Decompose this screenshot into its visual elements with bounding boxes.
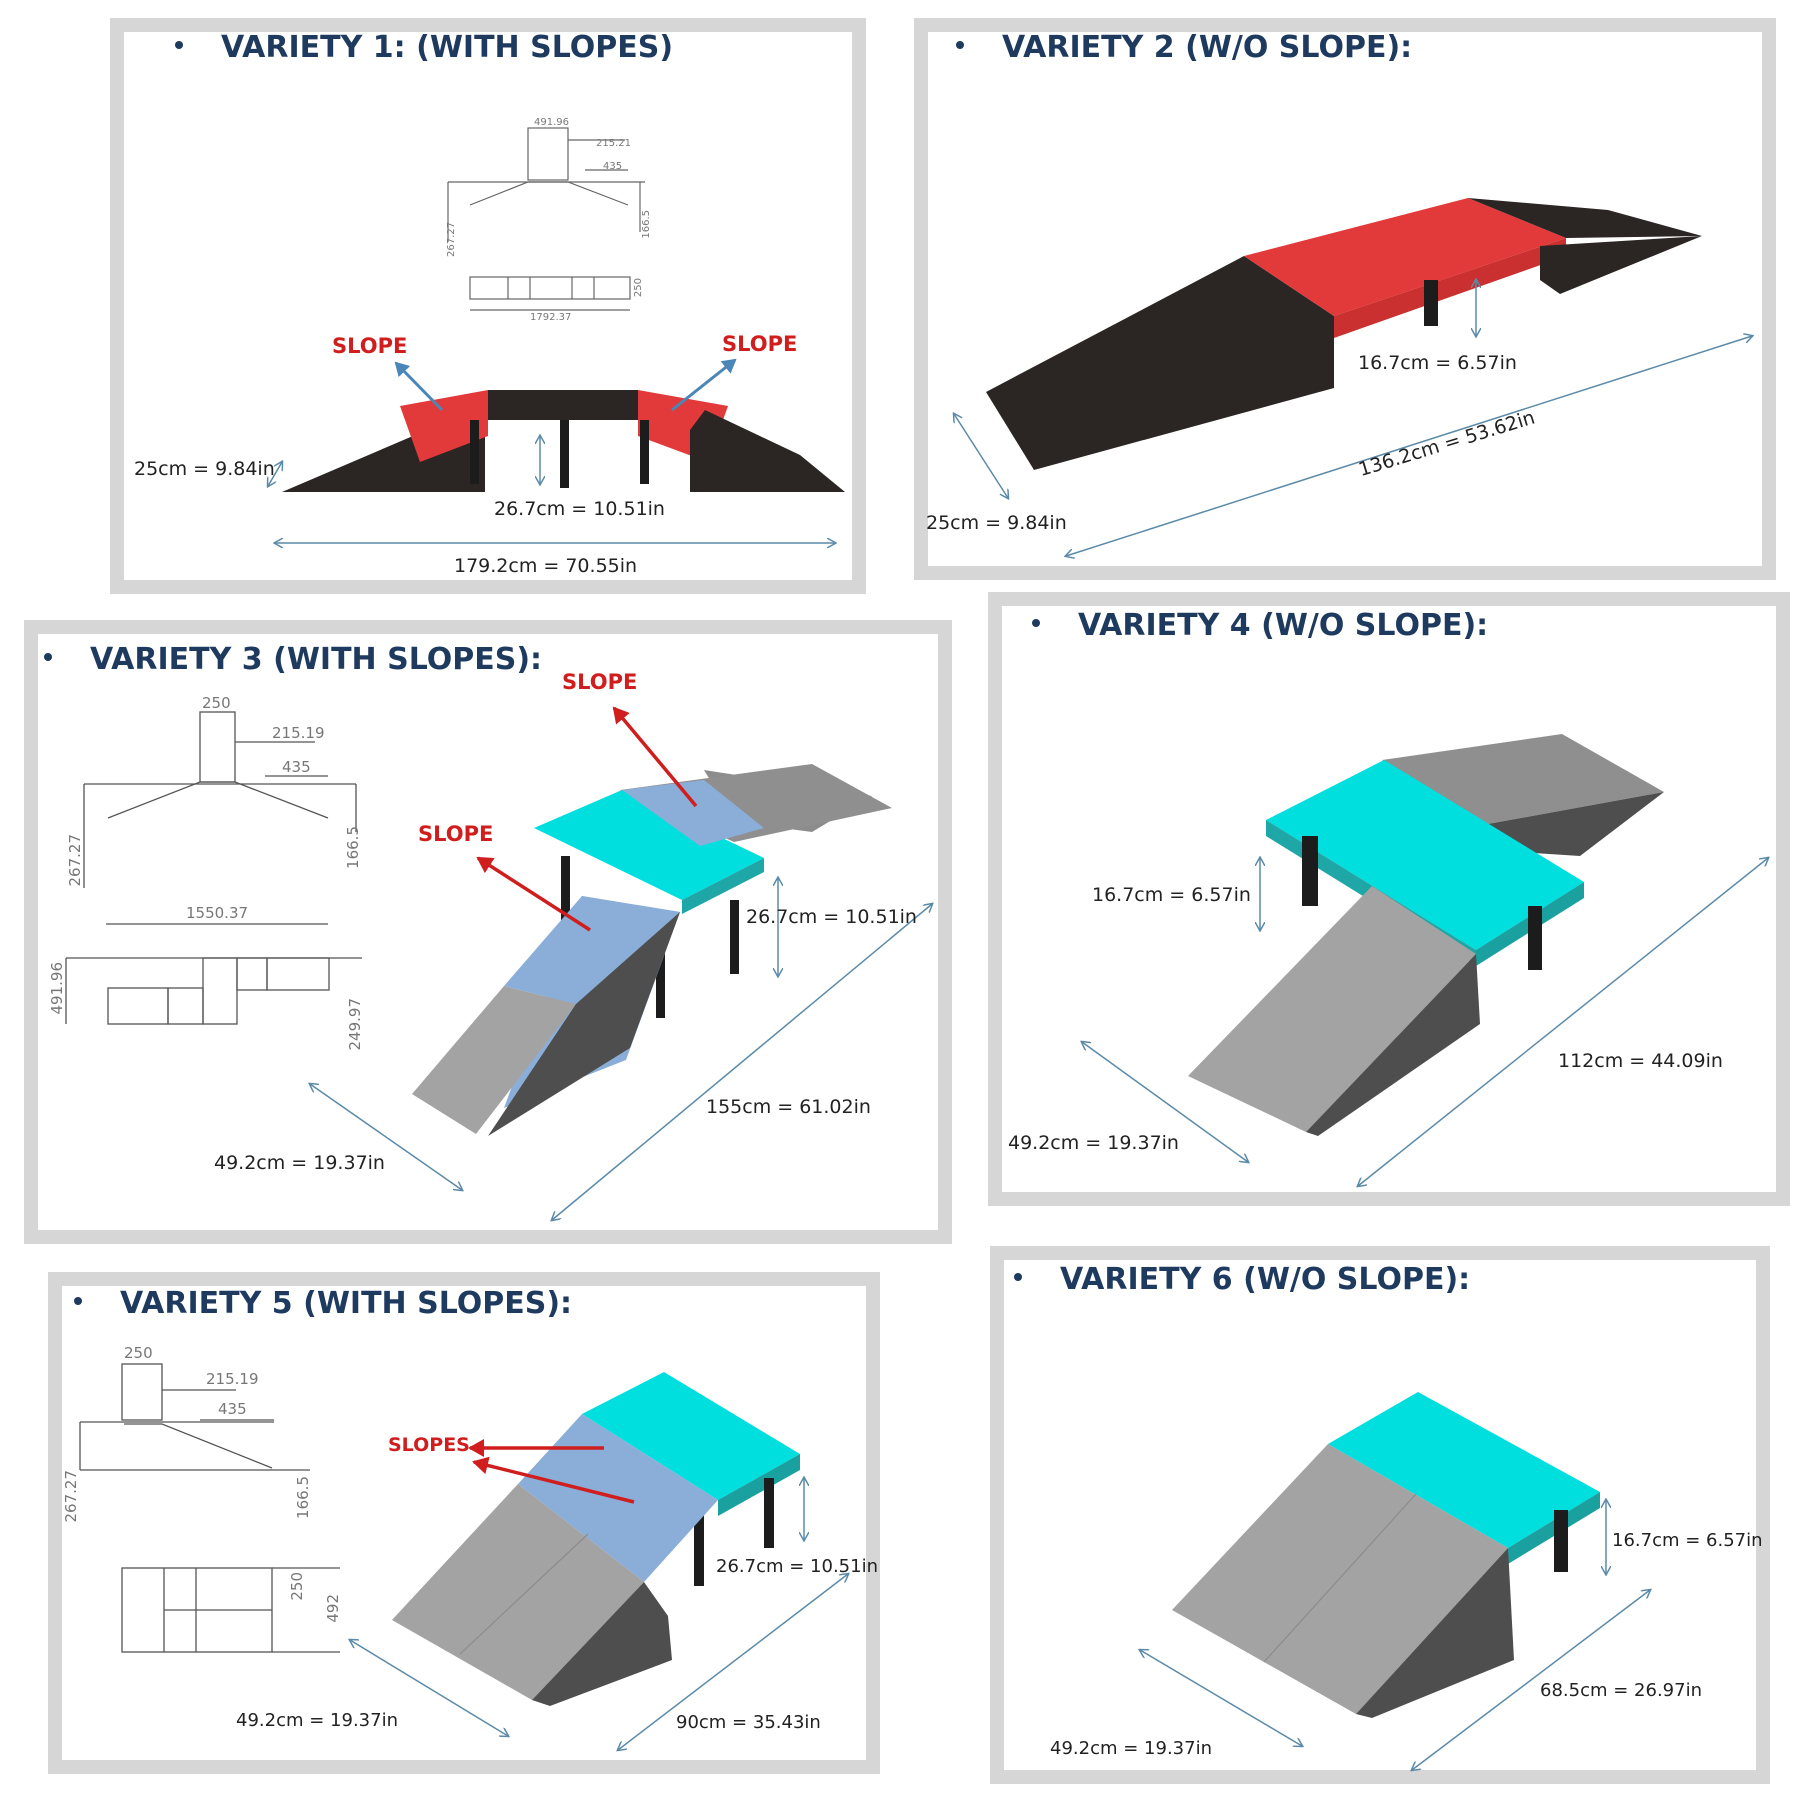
v3-slope-label-top: SLOPE xyxy=(562,670,638,694)
v3-tech-dim-3: 435 xyxy=(282,758,311,776)
v1-length-label: 179.2cm = 70.55in xyxy=(454,555,638,577)
v1-height-label: 26.7cm = 10.51in xyxy=(494,498,665,520)
v3-height-label: 26.7cm = 10.51in xyxy=(746,906,917,928)
v5-width-label: 49.2cm = 19.37in xyxy=(236,1710,398,1731)
v5-slopes-label: SLOPES xyxy=(388,1434,470,1456)
v5-tech-dim-1: 250 xyxy=(124,1344,153,1362)
variety-1-panel xyxy=(110,18,866,594)
v3-tech-drawing xyxy=(65,711,362,1025)
v6-length-label: 68.5cm = 26.97in xyxy=(1540,1680,1702,1701)
variety-1-title: VARIETY 1: (WITH SLOPES) xyxy=(175,30,673,65)
v4-height-label: 16.7cm = 6.57in xyxy=(1092,884,1251,906)
v5-tech-dim-2: 215.19 xyxy=(206,1370,259,1388)
bullet-icon xyxy=(1014,1272,1022,1281)
v2-width-label: 25cm = 9.84in xyxy=(926,512,1067,534)
variety-5-title: VARIETY 5 (WITH SLOPES): xyxy=(74,1286,572,1321)
bullet-icon xyxy=(175,40,183,49)
v3-width-label: 49.2cm = 19.37in xyxy=(214,1152,385,1174)
variety-6-title: VARIETY 6 (W/O SLOPE): xyxy=(1014,1262,1470,1297)
v1-slope-label-right: SLOPE xyxy=(722,332,798,356)
v1-width-label: 25cm = 9.84in xyxy=(134,458,275,480)
v5-length-label: 90cm = 35.43in xyxy=(676,1712,821,1733)
variety-4-title: VARIETY 4 (W/O SLOPE): xyxy=(1032,608,1488,643)
variety-2-title: VARIETY 2 (W/O SLOPE): xyxy=(956,30,1412,65)
v1-tech-dim-1: 491.96 xyxy=(534,117,569,128)
v3-tech-dim-1: 250 xyxy=(202,694,231,712)
v1-tech-dim-6: 1792.37 xyxy=(530,312,572,323)
bullet-icon xyxy=(1032,618,1040,627)
v3-slope-label-mid: SLOPE xyxy=(418,822,494,846)
v2-height-label: 16.7cm = 6.57in xyxy=(1358,352,1517,374)
v4-width-label: 49.2cm = 19.37in xyxy=(1008,1132,1179,1154)
v3-tech-dim-6: 1550.37 xyxy=(186,904,249,922)
v6-width-label: 49.2cm = 19.37in xyxy=(1050,1738,1212,1759)
v5-height-label: 26.7cm = 10.51in xyxy=(716,1556,878,1577)
variety-3-title: VARIETY 3 (WITH SLOPES): xyxy=(44,642,542,677)
v3-length-label: 155cm = 61.02in xyxy=(706,1096,871,1118)
v5-tech-dim-3: 435 xyxy=(218,1400,247,1418)
v1-tech-dim-3: 435 xyxy=(603,161,623,172)
bullet-icon xyxy=(74,1296,82,1305)
v3-tech-dim-2: 215.19 xyxy=(272,724,325,742)
v4-length-label: 112cm = 44.09in xyxy=(1558,1050,1723,1072)
bullet-icon xyxy=(44,652,52,661)
v5-tech-drawing xyxy=(79,1363,340,1653)
v1-slope-label-left: SLOPE xyxy=(332,334,408,358)
v1-tech-drawing xyxy=(447,127,645,311)
v6-height-label: 16.7cm = 6.57in xyxy=(1612,1530,1763,1551)
v1-tech-dim-2: 215.21 xyxy=(596,138,631,149)
bullet-icon xyxy=(956,40,964,49)
